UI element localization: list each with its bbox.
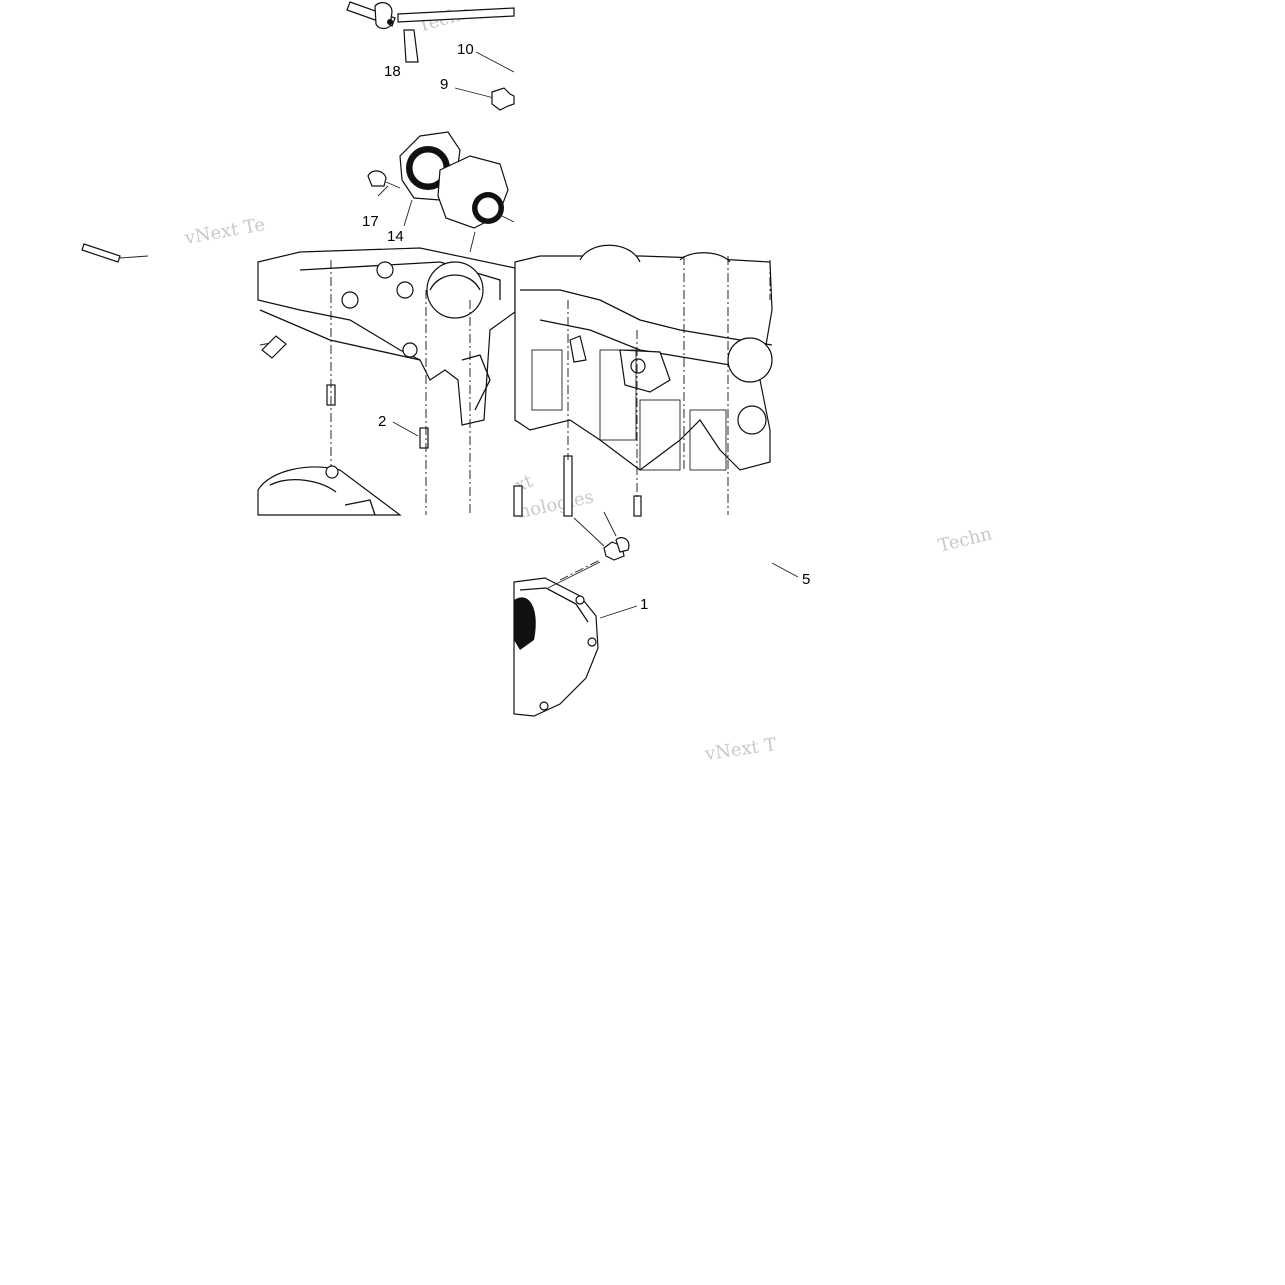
watermark-text: vNext T: [703, 734, 778, 765]
watermark-text: vNext Te: [182, 214, 266, 249]
flywheel-cover: [513, 561, 638, 717]
callout-10: 10: [457, 41, 474, 58]
callout-14: 14: [387, 228, 404, 245]
seal-plate-assembly: [367, 131, 515, 253]
callout-1: 1: [640, 596, 648, 613]
alignment-lines: [330, 256, 771, 581]
upper-crankcase: [257, 247, 516, 426]
stud: [633, 495, 642, 517]
callout-5: 5: [802, 571, 810, 588]
crankcase-right-block: [514, 244, 773, 471]
stud: [563, 455, 573, 517]
hose-fitting: [491, 87, 515, 111]
watermark-text: Techn: [936, 523, 994, 557]
dowel-pin-left: [81, 243, 149, 263]
callout-18: 18: [384, 63, 401, 80]
callout-2: 2: [378, 413, 386, 430]
dowel: [419, 427, 429, 449]
callout-9: 9: [440, 76, 448, 93]
hose-tube: [403, 29, 419, 63]
bolt: [367, 170, 387, 187]
dowels-and-studs: [259, 335, 642, 561]
lower-crankcase: [257, 465, 402, 516]
top-hose-assembly: [346, 1, 515, 111]
stud: [513, 485, 523, 517]
leader-line: [771, 562, 799, 578]
callout-labels: 18 10 9 17 14 2 5 1: [362, 41, 810, 613]
callout-17: 17: [362, 213, 379, 230]
